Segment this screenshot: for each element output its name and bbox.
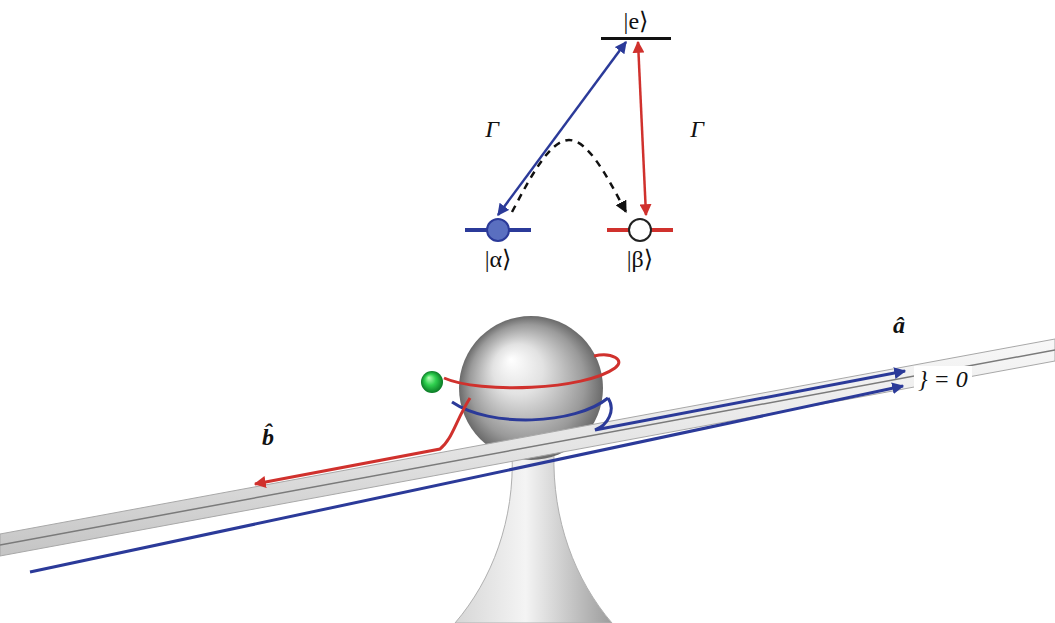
mode-label: b̂ [262, 424, 274, 450]
condition-label: } = 0 [914, 366, 972, 392]
tapered-fiber [0, 339, 1055, 556]
fiber-core [0, 350, 1055, 545]
transition-arrow [498, 42, 626, 215]
occupied-state-dot [487, 219, 509, 241]
state-label: |e⟩ [601, 8, 671, 34]
atom [421, 371, 443, 393]
ground-level-alpha: |α⟩ [465, 228, 531, 272]
red-mode-loop [444, 355, 619, 388]
decay-rate-label: Γ [690, 116, 704, 142]
mode-label: â [893, 312, 905, 338]
output-b-arrow [255, 398, 470, 484]
state-label: |β⟩ [607, 246, 673, 272]
blue-mode-loop [452, 398, 608, 420]
transition-arrow [638, 42, 646, 215]
input-a-arrow [30, 386, 903, 572]
empty-state-dot [629, 219, 651, 241]
excited-level: |e⟩ [601, 8, 671, 40]
ground-level-beta: |β⟩ [607, 228, 673, 272]
output-a-arrow [595, 371, 905, 430]
state-label: |α⟩ [465, 246, 531, 272]
raman-transfer-arrow [512, 140, 626, 212]
decay-rate-label: Γ [485, 116, 499, 142]
